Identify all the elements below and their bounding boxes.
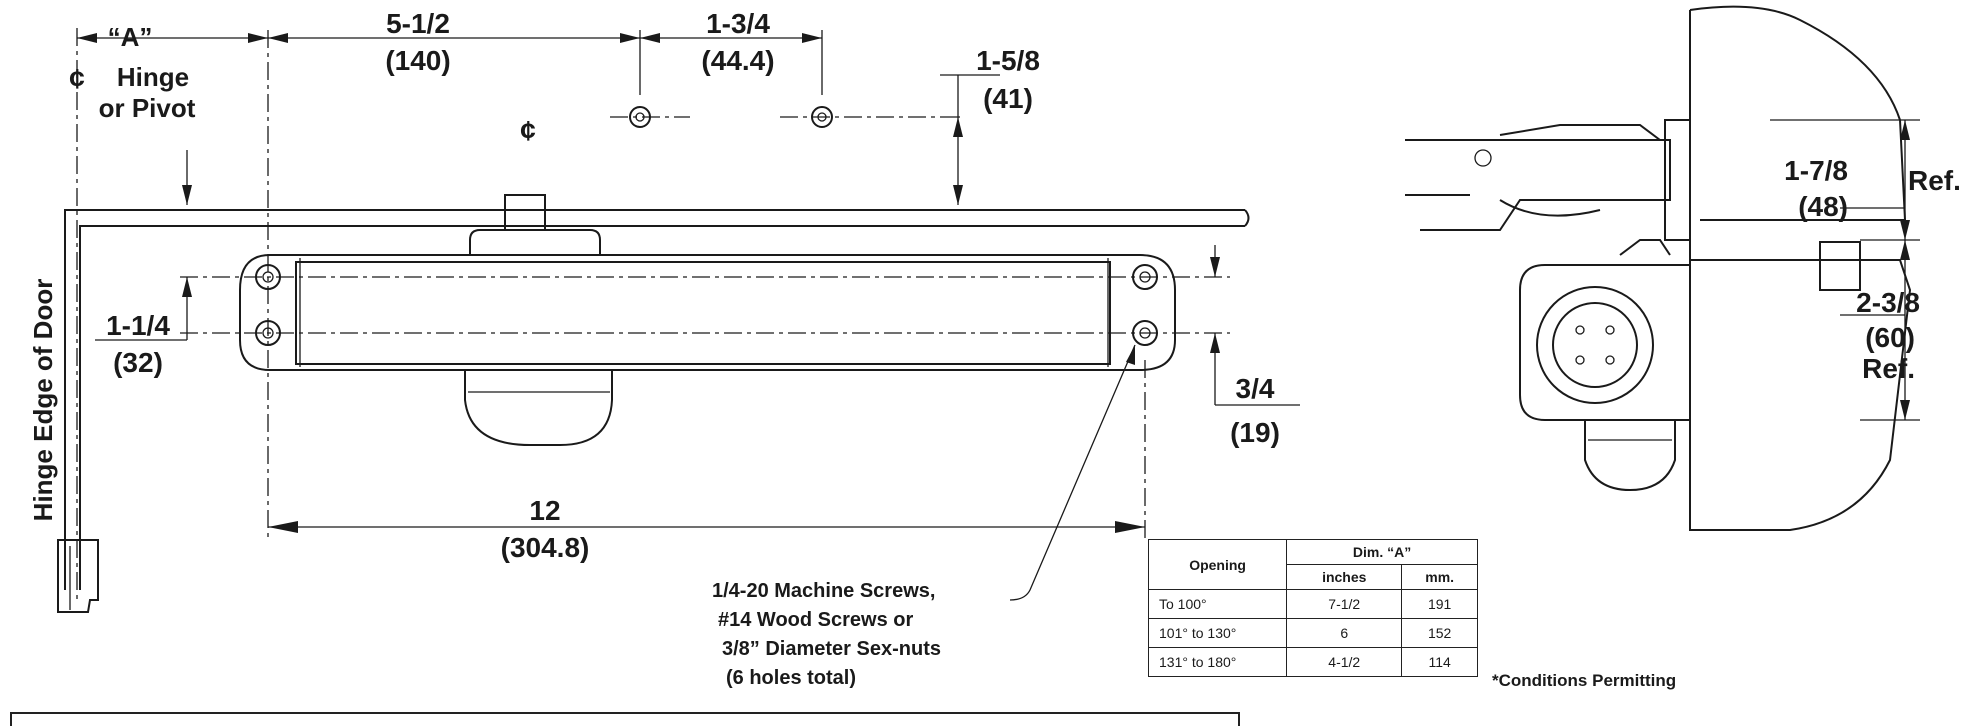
table-row: 101° to 130° 6 152 (1147, 618, 1478, 648)
screw-note-line4: (6 holes total) (726, 667, 856, 689)
dim-3-4-mm: (19) (1230, 417, 1280, 448)
table-cell-opening: 101° to 130° (1147, 618, 1288, 648)
screw-note-line2: #14 Wood Screws or (718, 609, 913, 631)
table-row: To 100° 7-1/2 191 (1147, 589, 1478, 619)
dim-3-4-in: 3/4 (1236, 373, 1275, 404)
table-header-dim-a: Dim. “A” (1286, 539, 1478, 565)
table-header-inches: inches (1286, 564, 1403, 590)
table-cell-mm: 114 (1401, 647, 1478, 677)
table-cell-mm: 191 (1401, 589, 1478, 619)
dim-1-5-8-in: 1-5/8 (976, 45, 1040, 76)
dim-2-3-8-in: 2-3/8 (1856, 287, 1920, 318)
dimension-a-table: Opening Dim. “A” inches mm. To 100° 7-1/… (1147, 539, 1478, 677)
table-row: 131° to 180° 4-1/2 114 (1147, 647, 1478, 677)
table-header-mm: mm. (1401, 564, 1478, 590)
table-cell-inches: 4-1/2 (1286, 647, 1403, 677)
dim-5-1-2-mm: (140) (385, 45, 450, 76)
centerline-symbol-closer: ¢ (520, 115, 536, 146)
dim-1-1-4-in: 1-1/4 (106, 310, 170, 341)
screw-note-line3: 3/8” Diameter Sex-nuts (722, 638, 941, 660)
dim-1-7-8-ref: Ref. (1908, 165, 1961, 196)
dim-1-3-4-in: 1-3/4 (706, 8, 770, 39)
table-header-opening: Opening (1147, 539, 1288, 590)
centerline-symbol-hinge: ¢ (69, 63, 85, 94)
table-cell-mm: 152 (1401, 618, 1478, 648)
dim-2-3-8-ref: Ref. (1862, 353, 1915, 384)
dim-5-1-2-in: 5-1/2 (386, 8, 450, 39)
dim-a-label: “A” (108, 22, 153, 52)
dim-12-mm: (304.8) (501, 532, 590, 563)
dim-1-1-4-mm: (32) (113, 347, 163, 378)
side-view (1405, 5, 1920, 531)
front-view (57, 28, 1300, 613)
dim-2-3-8-mm: (60) (1865, 322, 1915, 353)
screw-note-line1: 1/4-20 Machine Screws, (712, 580, 935, 602)
dim-1-3-4-mm: (44.4) (701, 45, 774, 76)
hinge-label-line2: or Pivot (99, 93, 196, 123)
dim-12-in: 12 (529, 495, 560, 526)
dim-1-7-8-mm: (48) (1798, 191, 1848, 222)
hinge-edge-label: Hinge Edge of Door (28, 279, 58, 522)
table-cell-opening: 131° to 180° (1147, 647, 1288, 677)
table-cell-opening: To 100° (1147, 589, 1288, 619)
bottom-frame (10, 712, 1240, 726)
screw-note: 1/4-20 Machine Screws, #14 Wood Screws o… (712, 580, 941, 689)
table-cell-inches: 7-1/2 (1286, 589, 1403, 619)
dim-1-5-8-mm: (41) (983, 83, 1033, 114)
table-cell-inches: 6 (1286, 618, 1403, 648)
footnote: *Conditions Permitting (1492, 671, 1677, 690)
hinge-label-line1: Hinge (117, 62, 189, 92)
dim-1-7-8-in: 1-7/8 (1784, 155, 1848, 186)
